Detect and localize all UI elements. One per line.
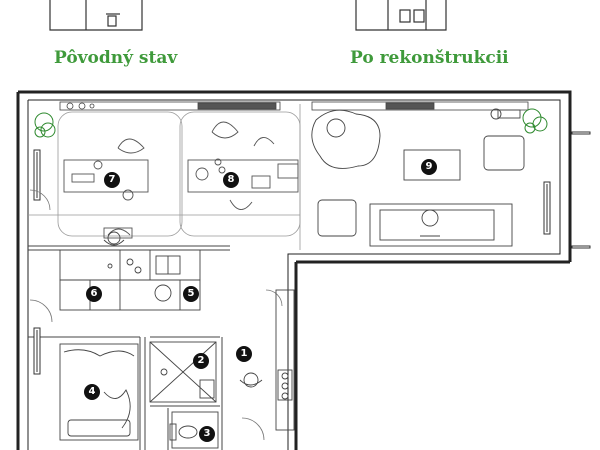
wc-fixtures [169,411,219,449]
exterior-walls [16,90,572,450]
room-8-furniture [187,121,299,210]
bathroom-fixtures [149,341,217,403]
room-badge-5: 5 [183,286,199,302]
room-7-furniture [63,138,149,239]
room-badge-7: 7 [104,172,120,188]
kitchen-counter [59,231,201,311]
zone-outlines [28,104,301,250]
caption-after-renovation: Po rekonštrukcii [350,48,509,68]
plants [34,108,548,138]
room-badge-4: 4 [84,384,100,400]
room-badge-9: 9 [421,159,437,175]
room-9-furniture [311,108,525,247]
entry-furniture [239,289,295,431]
room-badge-6: 6 [86,286,102,302]
windows [33,131,591,375]
thumbnail-original-plan [49,0,143,31]
doors [29,189,283,441]
thumbnail-renovated-plan [355,0,447,31]
room-badge-8: 8 [223,172,239,188]
caption-original-state: Pôvodný stav [54,48,178,68]
room-badge-3: 3 [199,426,215,442]
wall-shelf [59,101,529,111]
room-badge-2: 2 [193,353,209,369]
bed [59,343,139,441]
room-badge-1: 1 [236,346,252,362]
